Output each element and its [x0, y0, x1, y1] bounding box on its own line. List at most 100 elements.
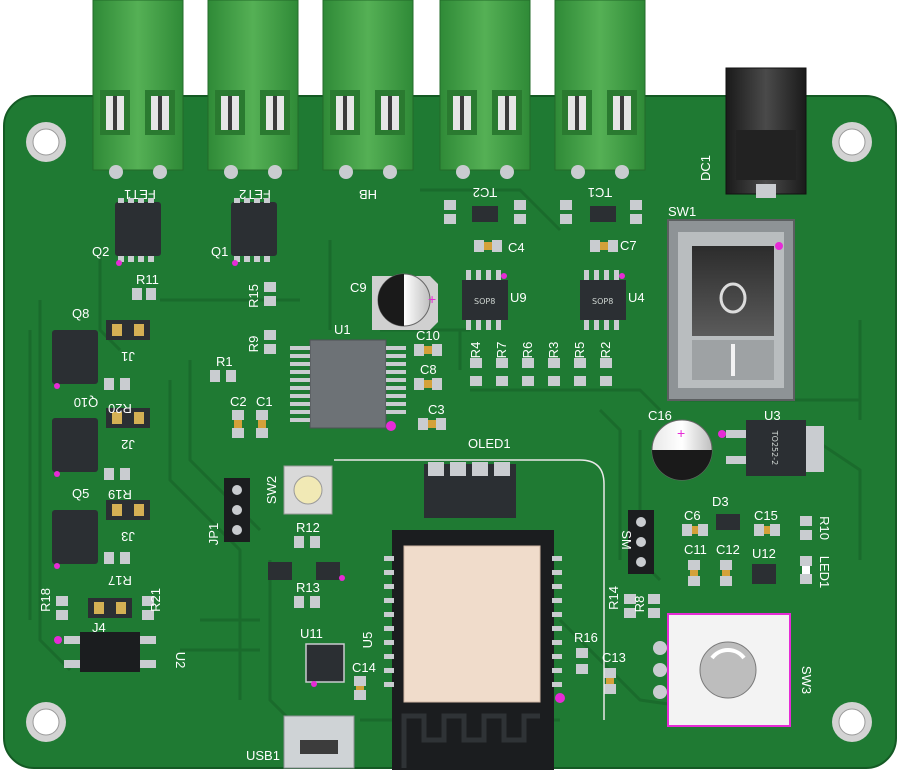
sop8-chips: SOP8 U9 SOP8 U4	[462, 270, 645, 330]
label-r2: R2	[598, 342, 613, 359]
u5-module: U5	[360, 530, 565, 770]
c16-capacitor: + C16	[648, 408, 713, 481]
label-sw2: SW2	[264, 476, 279, 504]
label-c2: C2	[230, 394, 247, 409]
sot-chips	[268, 514, 776, 584]
label-r6: R6	[520, 342, 535, 359]
label-tc1: TC1	[588, 185, 613, 200]
label-sw3: SW3	[799, 666, 814, 694]
label-r8: R8	[632, 596, 647, 613]
label-u1: U1	[334, 322, 351, 337]
label-u3: U3	[764, 408, 781, 423]
label-q10: Q10	[74, 395, 99, 410]
c9-capacitor: + C9	[350, 273, 438, 330]
label-r1: R1	[216, 354, 233, 369]
label-r21: R21	[148, 588, 163, 612]
label-r13: R13	[296, 580, 320, 595]
label-sw1: SW1	[668, 204, 696, 219]
label-q5: Q5	[72, 486, 89, 501]
label-j1: J1	[121, 349, 135, 364]
refdes-labels: R11 R15 R9 R1 C2 C1 R20 R19 R17 R18 R21 …	[38, 238, 832, 675]
u11-chip: U11	[300, 626, 345, 687]
label-r16: R16	[574, 630, 598, 645]
label-led1: LED1	[817, 556, 832, 589]
label-r4: R4	[468, 342, 483, 359]
label-r19: R19	[108, 487, 132, 502]
label-q2: Q2	[92, 244, 109, 259]
label-j4: J4	[92, 620, 106, 635]
label-c8: C8	[420, 362, 437, 377]
screw-terminals	[92, 0, 646, 179]
mosfets-left: Q8 Q10 Q5	[52, 306, 98, 569]
label-r14: R14	[606, 586, 621, 610]
label-c15: C15	[754, 508, 778, 523]
label-sm: SM	[619, 530, 634, 550]
label-r3: R3	[546, 342, 561, 359]
label-d3: D3	[712, 494, 729, 509]
terminal-fet2	[207, 0, 299, 179]
terminal-tc2	[439, 0, 531, 179]
label-c6: C6	[684, 508, 701, 523]
terminal-hb	[322, 0, 414, 179]
label-c9: C9	[350, 280, 367, 295]
label-c16: C16	[648, 408, 672, 423]
label-tc2: TC2	[473, 185, 498, 200]
label-r7: R7	[494, 342, 509, 359]
dc-jack: DC1	[698, 67, 807, 198]
label-r10: R10	[817, 516, 832, 540]
label-r20: R20	[108, 401, 132, 416]
label-c3: C3	[428, 402, 445, 417]
sw3-encoder: SW3	[653, 613, 814, 727]
label-u12: U12	[752, 546, 776, 561]
oled-area: OLED1	[334, 436, 605, 720]
label-usb1: USB1	[246, 748, 280, 763]
label-r5: R5	[572, 342, 587, 359]
mounting-holes	[26, 122, 872, 742]
label-r12: R12	[296, 520, 320, 535]
label-u2: U2	[173, 652, 188, 669]
label-oled1: OLED1	[468, 436, 511, 451]
label-u5: U5	[360, 632, 375, 649]
label-sop8-u9: SOP8	[474, 297, 495, 306]
mosfets-top: Q2 Q1	[92, 198, 277, 266]
jumpers: J1 J2 J3 J4	[88, 320, 150, 635]
pin-headers: JP1 SM	[206, 478, 654, 574]
label-dc1: DC1	[698, 155, 713, 181]
label-u4: U4	[628, 290, 645, 305]
label-jp1: JP1	[206, 523, 221, 545]
label-r11: R11	[136, 272, 159, 287]
label-j2: J2	[121, 437, 135, 452]
sot-chips-top	[472, 206, 616, 222]
svg-text:+: +	[677, 425, 685, 441]
label-q8: Q8	[72, 306, 89, 321]
label-u9: U9	[510, 290, 527, 305]
label-c12: C12	[716, 542, 740, 557]
u1-chip: U1	[290, 322, 406, 431]
label-c13: C13	[602, 650, 626, 665]
label-c11: C11	[684, 542, 707, 557]
label-sop8-u4: SOP8	[592, 297, 613, 306]
usb-connector: USB1	[246, 715, 355, 769]
terminal-tc1	[554, 0, 646, 179]
label-r17: R17	[108, 573, 132, 588]
sw2-button: SW2	[264, 465, 333, 515]
label-r18: R18	[38, 588, 53, 612]
label-c14: C14	[352, 660, 376, 675]
u2-chip: U2	[54, 632, 188, 672]
label-r15: R15	[246, 284, 261, 308]
u3-regulator: TO252-2 U3	[718, 408, 824, 476]
label-c7: C7	[620, 238, 637, 253]
label-u11: U11	[300, 626, 323, 641]
label-q1: Q1	[211, 244, 228, 259]
label-c10: C10	[416, 328, 440, 343]
terminal-fet1	[92, 0, 184, 179]
label-r9: R9	[246, 336, 261, 353]
passives	[56, 200, 812, 700]
label-j3: J3	[121, 529, 135, 544]
label-c1: C1	[256, 394, 273, 409]
svg-text:+: +	[428, 291, 436, 307]
rocker-switch: SW1	[667, 204, 795, 401]
label-u3-pkg: TO252-2	[770, 430, 779, 465]
label-hb: HB	[359, 187, 377, 202]
